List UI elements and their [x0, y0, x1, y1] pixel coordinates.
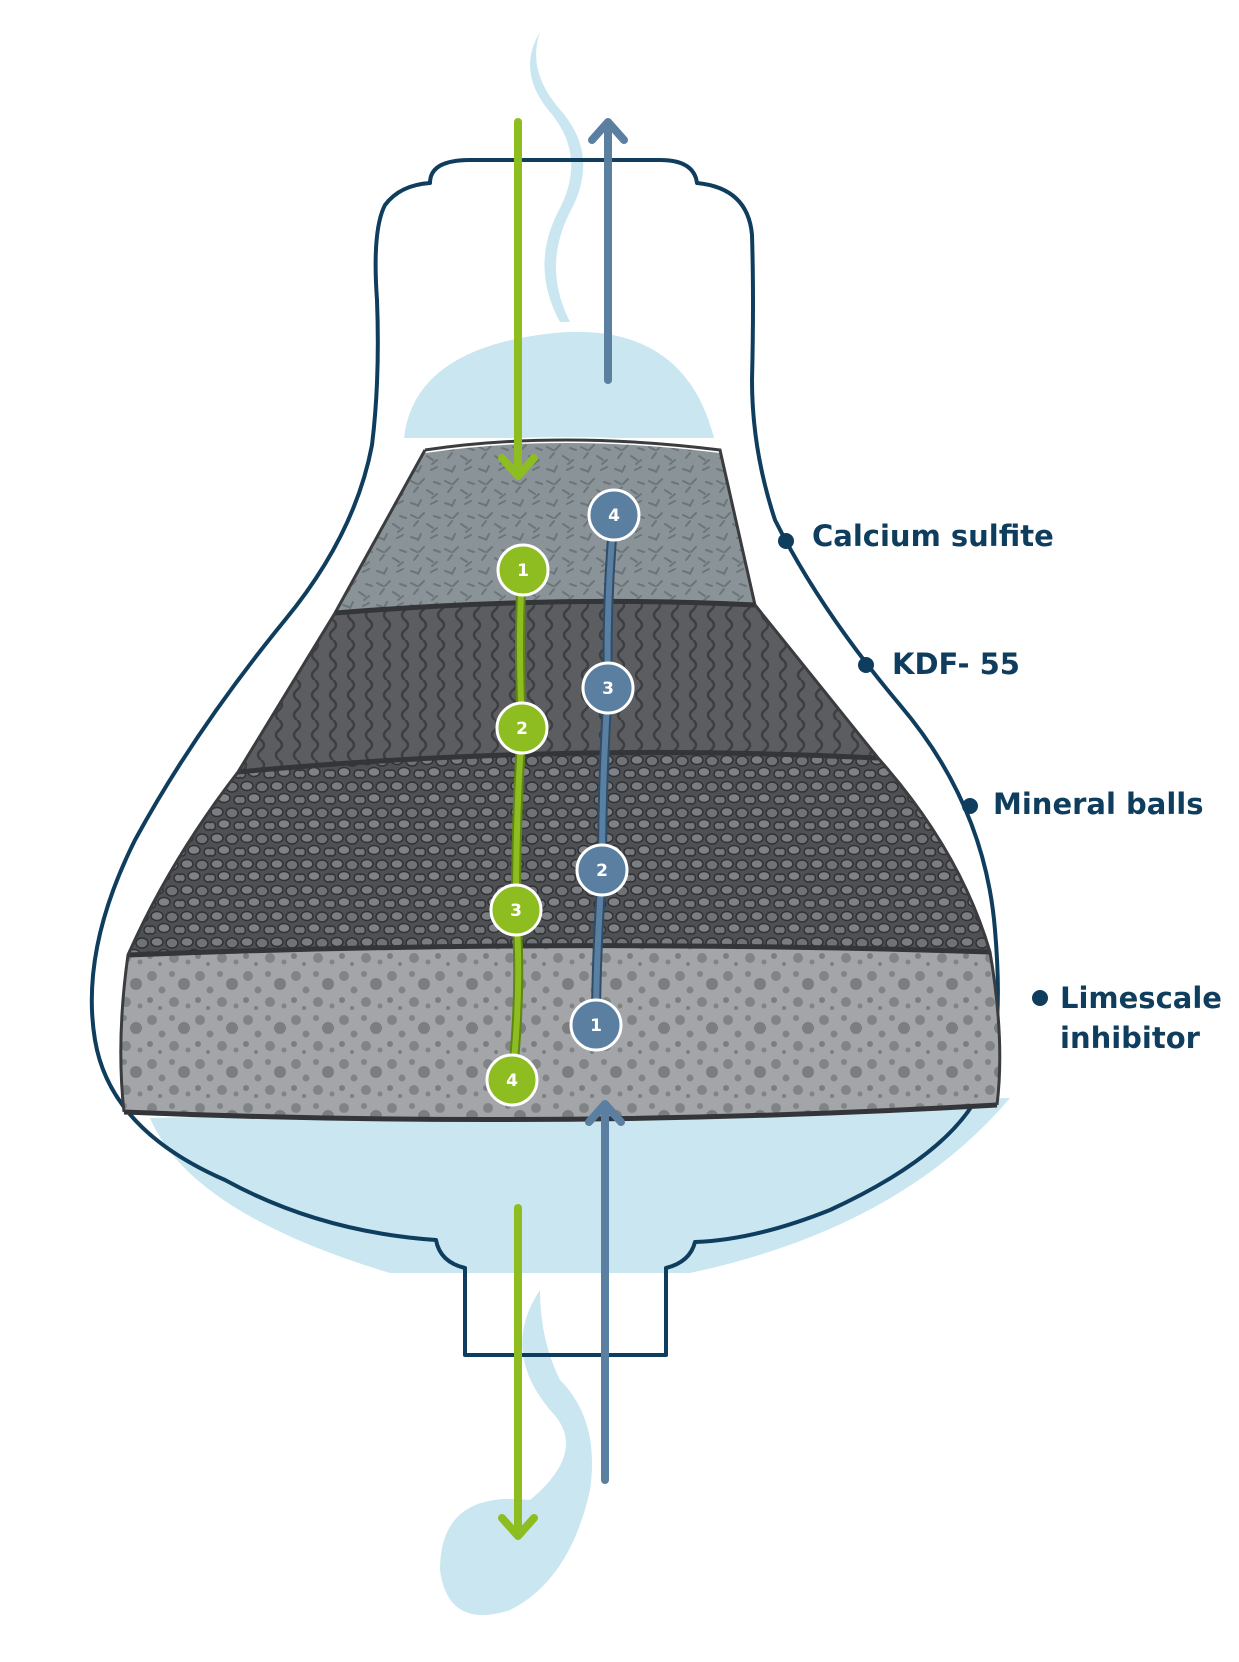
water-top-pool — [404, 331, 714, 438]
label-mineral-balls: Mineral balls — [993, 787, 1204, 821]
marker-limescale-inhibitor — [1032, 990, 1048, 1006]
arrow-down-icon — [498, 454, 538, 480]
label-calcium-sulfite: Calcium sulfite — [812, 519, 1054, 553]
blue-step-4: 4 — [587, 488, 641, 542]
label-kdf55: KDF- 55 — [892, 647, 1020, 681]
blue-arrow-up-bottom — [585, 1100, 625, 1484]
blue-step-2: 2 — [575, 843, 629, 897]
green-step-3: 3 — [489, 883, 543, 937]
svg-text:2: 2 — [516, 719, 528, 739]
label-limescale-inhibitor-line2: inhibitor — [1060, 1021, 1200, 1055]
water-bottom-stream — [440, 1290, 592, 1615]
svg-text:3: 3 — [510, 901, 522, 921]
filter-layers — [119, 437, 1002, 1123]
filter-housing-outline — [89, 158, 1000, 1357]
arrow-up-icon — [588, 118, 628, 144]
green-step-2: 2 — [495, 701, 549, 755]
blue-step-1: 1 — [569, 998, 623, 1052]
green-arrow-down-bottom — [498, 1204, 538, 1540]
svg-text:1: 1 — [590, 1016, 602, 1036]
svg-text:2: 2 — [596, 861, 608, 881]
svg-text:4: 4 — [506, 1071, 518, 1091]
blue-arrow-up-top — [588, 118, 628, 384]
marker-calcium-sulfite — [778, 533, 794, 549]
marker-kdf55 — [858, 657, 874, 673]
arrow-up-icon — [585, 1100, 625, 1126]
svg-text:1: 1 — [517, 561, 529, 581]
green-step-4: 4 — [485, 1053, 539, 1107]
water-top-stream — [530, 32, 584, 322]
green-arrow-down-top — [498, 118, 538, 480]
green-step-1: 1 — [496, 543, 550, 597]
marker-mineral-balls — [962, 798, 978, 814]
svg-text:4: 4 — [608, 506, 620, 526]
svg-text:3: 3 — [602, 679, 614, 699]
blue-step-3: 3 — [581, 661, 635, 715]
arrow-down-icon — [498, 1514, 538, 1540]
label-limescale-inhibitor-line1: Limescale — [1060, 981, 1222, 1015]
